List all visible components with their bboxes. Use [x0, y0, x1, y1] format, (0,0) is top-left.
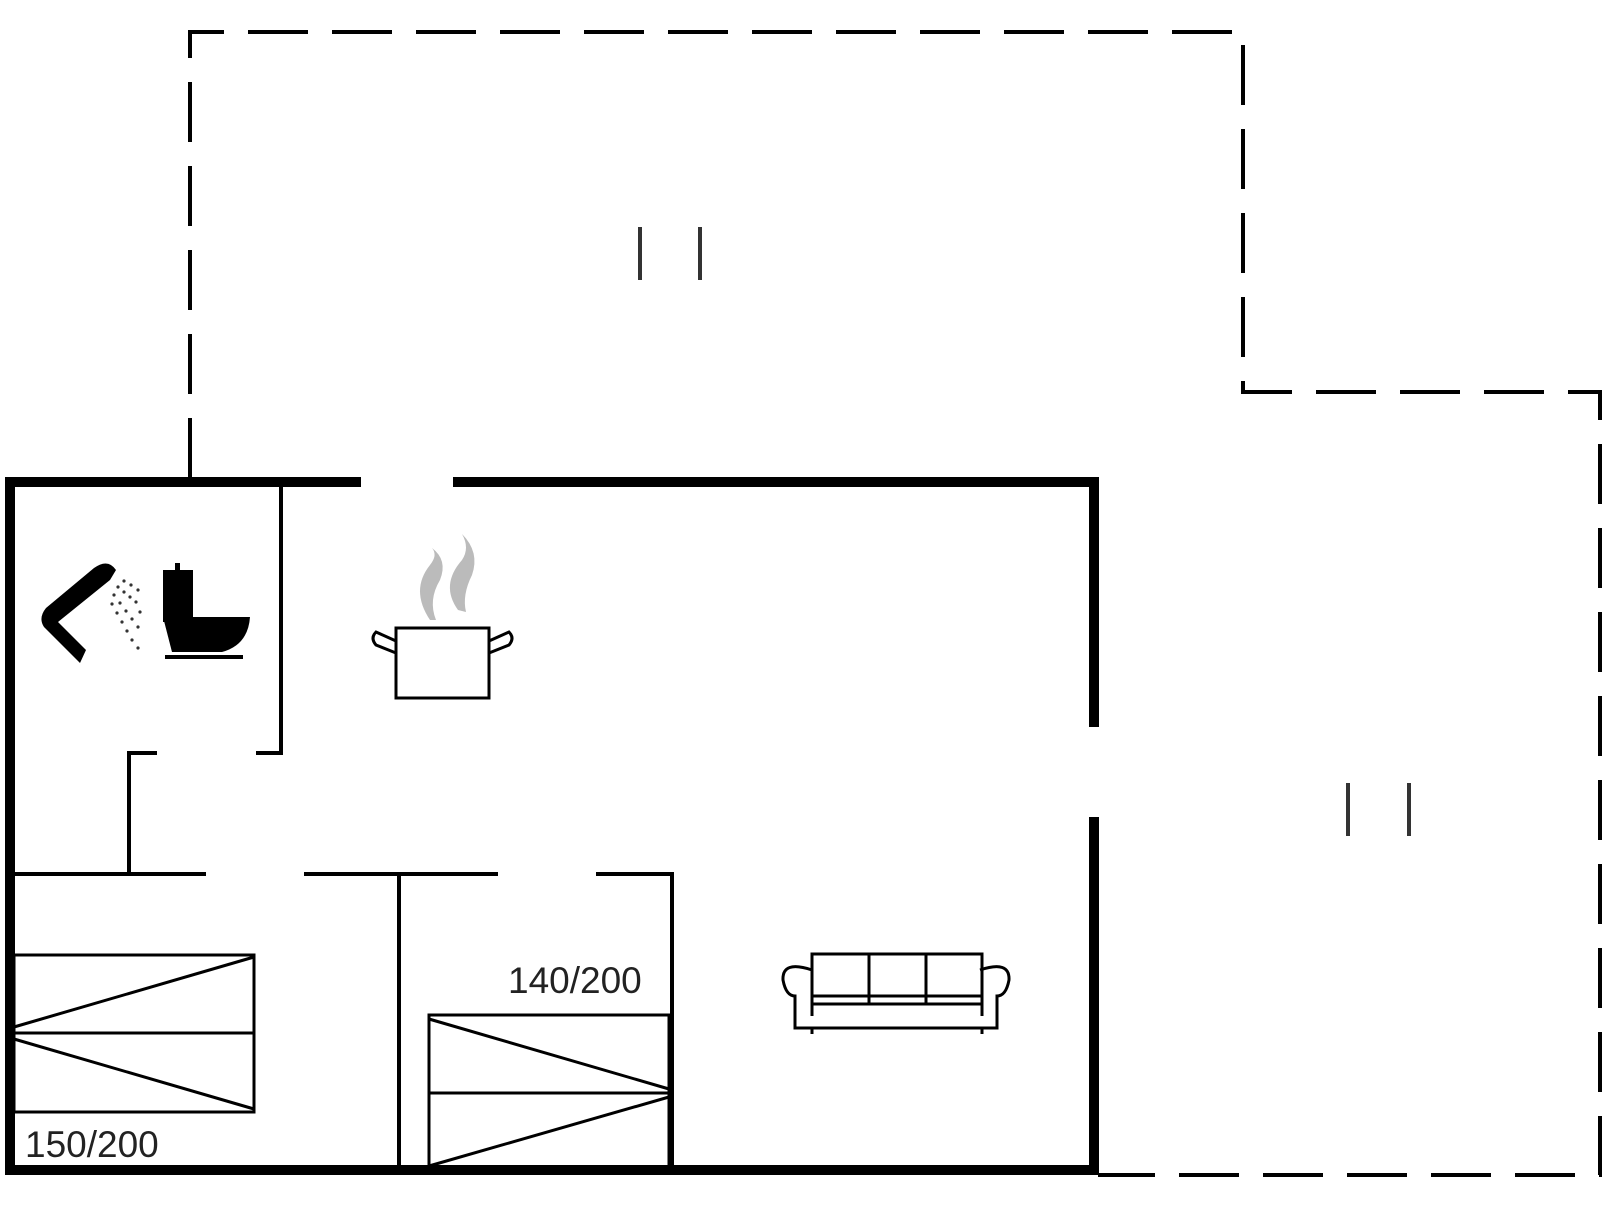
- exterior-walls: [5, 477, 1099, 1175]
- bed-icon: [427, 1013, 671, 1170]
- exterior-wall-top-left: [5, 477, 1099, 1175]
- cooking-pot-icon: [371, 534, 514, 700]
- interior-walls: [14, 486, 674, 1166]
- bed2-size-label: 140/200: [508, 960, 642, 1001]
- door-marker-icon: [1346, 783, 1411, 836]
- bathroom-wall: [256, 486, 283, 755]
- door-marker-icon: [638, 227, 702, 280]
- terrace-outline: [188, 30, 1602, 1177]
- bed1-size-label: 150/200: [25, 1124, 159, 1165]
- hall-wall: [127, 751, 157, 874]
- terrace-north-outline: [188, 30, 1602, 1177]
- toilet-icon: [163, 563, 250, 659]
- sofa-icon: [781, 952, 1011, 1034]
- shower-icon: [41, 563, 142, 663]
- bedroom-wall-top-3: [596, 872, 674, 1166]
- exterior-wall-top-right: [453, 477, 1099, 727]
- bed-icon: [12, 953, 256, 1114]
- door-markers: [638, 227, 1411, 836]
